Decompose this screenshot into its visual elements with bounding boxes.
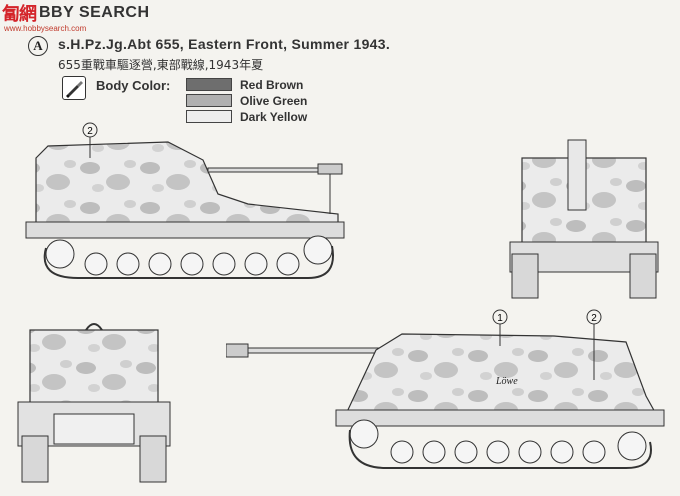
legend-item-olive-green: Olive Green [186,93,308,108]
legend-label: Red Brown [240,77,304,92]
legend-swatch [186,110,232,123]
legend-label: Olive Green [240,93,308,108]
legend-swatch [186,78,232,91]
scheme-title: s.H.Pz.Jg.Abt 655, Eastern Front, Summer… [58,36,391,52]
legend-heading: Body Color: [96,78,171,93]
left-side-view: 2 [25,122,345,279]
callout-1: 1 [497,313,503,324]
scheme-subtitle: 655重戰車驅逐營,東部戰線,1943年夏 [58,58,264,72]
scheme-marker: A [28,36,48,56]
color-legend: Red Brown Olive Green Dark Yellow [186,77,308,124]
paintbrush-icon [62,76,86,100]
legend-item-red-brown: Red Brown [186,77,307,92]
watermark-site: www.hobbysearch.com [4,24,87,33]
front-view [509,139,659,299]
callout-2-left: 2 [87,126,93,137]
legend-item-dark-yellow: Dark Yellow [186,109,308,124]
vehicle-name-label: Löwe [495,376,518,387]
rear-view [17,323,171,483]
watermark-logo: 匐網 [2,4,37,25]
right-side-view: Löwe 1 2 [226,309,665,469]
watermark: 匐網 BBY SEARCH [2,2,150,25]
legend-swatch [186,94,232,107]
callout-2-right: 2 [591,313,597,324]
watermark-brand: BBY SEARCH [39,4,150,21]
legend-label: Dark Yellow [240,109,308,124]
